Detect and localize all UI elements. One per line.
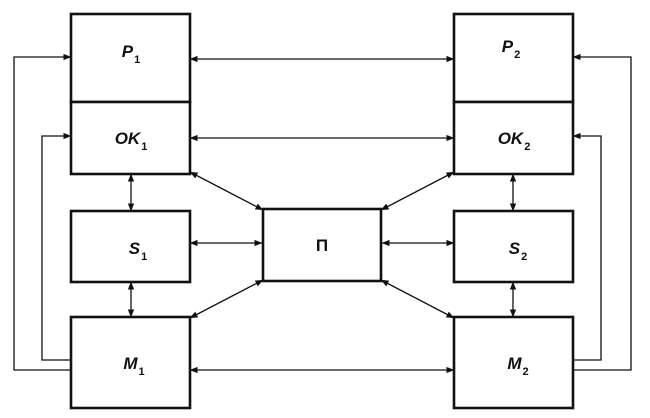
block-ok1: OK1 [69, 100, 192, 176]
svg-text:P2: P2 [502, 37, 520, 61]
arrow-ok2-pi [380, 171, 455, 211]
block-ok2: OK2 [452, 100, 575, 176]
svg-text:S2: S2 [509, 239, 527, 263]
svg-text:P1: P1 [122, 42, 140, 66]
block-s1-label: S [129, 239, 141, 258]
block-m2-subscript: 2 [523, 366, 529, 378]
svg-text:S1: S1 [129, 239, 147, 263]
loop-m2-ok2 [572, 132, 602, 361]
block-s1-subscript: 1 [141, 251, 147, 263]
svg-text:M2: M2 [507, 354, 528, 378]
block-m1: M1 [69, 315, 192, 410]
svg-text:OK1: OK1 [115, 129, 148, 153]
svg-text:OK2: OK2 [498, 129, 531, 153]
block-m1-subscript: 1 [139, 366, 145, 378]
block-m2: M2 [452, 315, 575, 410]
block-pi: П [261, 207, 383, 283]
loop-m1-ok1 [41, 132, 72, 361]
connections [13, 53, 632, 374]
block-p2: P2 [452, 12, 575, 104]
block-ok1-subscript: 1 [141, 141, 147, 153]
block-ok2-label: OK [498, 129, 525, 148]
block-pi-label: П [316, 236, 328, 255]
block-p1-label: P [122, 42, 134, 61]
loop-m2-p2 [572, 53, 632, 371]
arrow-ok1-pi [189, 171, 264, 211]
block-m1-label: M [123, 354, 138, 373]
block-p2-label: P [502, 37, 514, 56]
arrow-m1-pi [189, 279, 264, 319]
block-s2-subscript: 2 [521, 251, 527, 263]
block-p1-subscript: 1 [134, 54, 140, 66]
svg-text:M1: M1 [123, 354, 144, 378]
block-p1: P1 [69, 12, 192, 104]
block-p2-subscript: 2 [514, 49, 520, 61]
block-s1: S1 [69, 209, 192, 284]
block-m2-label: M [507, 354, 522, 373]
loop-m1-p1 [13, 53, 72, 371]
block-s2-label: S [509, 239, 521, 258]
block-s2: S2 [452, 209, 575, 284]
block-ok2-subscript: 2 [524, 141, 530, 153]
arrow-m2-pi [380, 279, 455, 319]
block-ok1-label: OK [115, 129, 142, 148]
